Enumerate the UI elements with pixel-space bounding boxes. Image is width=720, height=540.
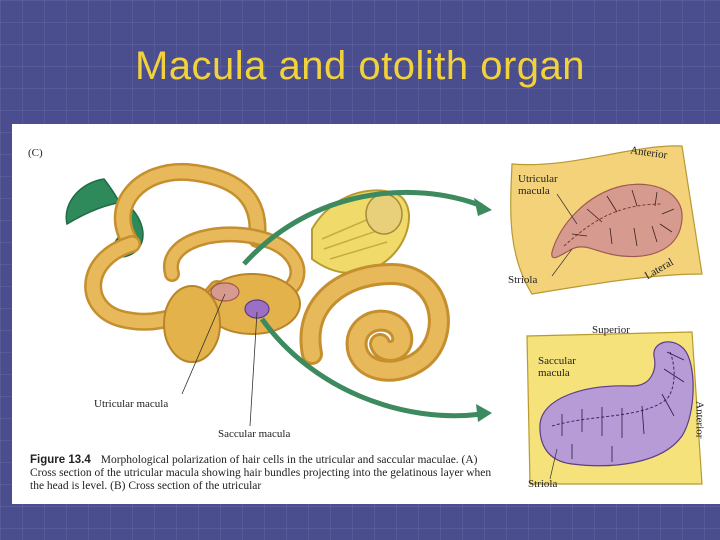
arrow-to-saccule	[259, 317, 483, 419]
figure-illustration	[65, 145, 703, 485]
caption-text: Morphological polarization of hair cells…	[30, 454, 492, 492]
inset-saccular-macula-label: Saccular macula	[538, 355, 576, 379]
striola-top-label: Striola	[508, 274, 538, 286]
panel-label: (C)	[28, 147, 43, 159]
saccular-macula-label: Saccular macula	[218, 428, 291, 440]
anterior-side-label: Anterior	[693, 401, 706, 439]
utricular-macula-label: Utricular macula	[94, 398, 169, 410]
inset-utricular-macula-label: Utricular macula	[518, 173, 558, 197]
superior-label: Superior	[592, 324, 630, 336]
saccule-polarity-arrows	[561, 351, 685, 462]
inner-ear-figure: (C) Utricular macula Saccular macula Utr…	[12, 124, 720, 504]
utricular-macula-spot	[210, 282, 240, 302]
arrow-to-utricle	[242, 189, 483, 266]
figure-number: Figure 13.4	[30, 454, 91, 466]
utricle-polarity-arrows	[571, 189, 675, 247]
slide-title: Macula and otolith organ	[134, 44, 586, 88]
saccule-macula	[539, 341, 694, 467]
striola-bottom-label: Striola	[528, 478, 558, 490]
